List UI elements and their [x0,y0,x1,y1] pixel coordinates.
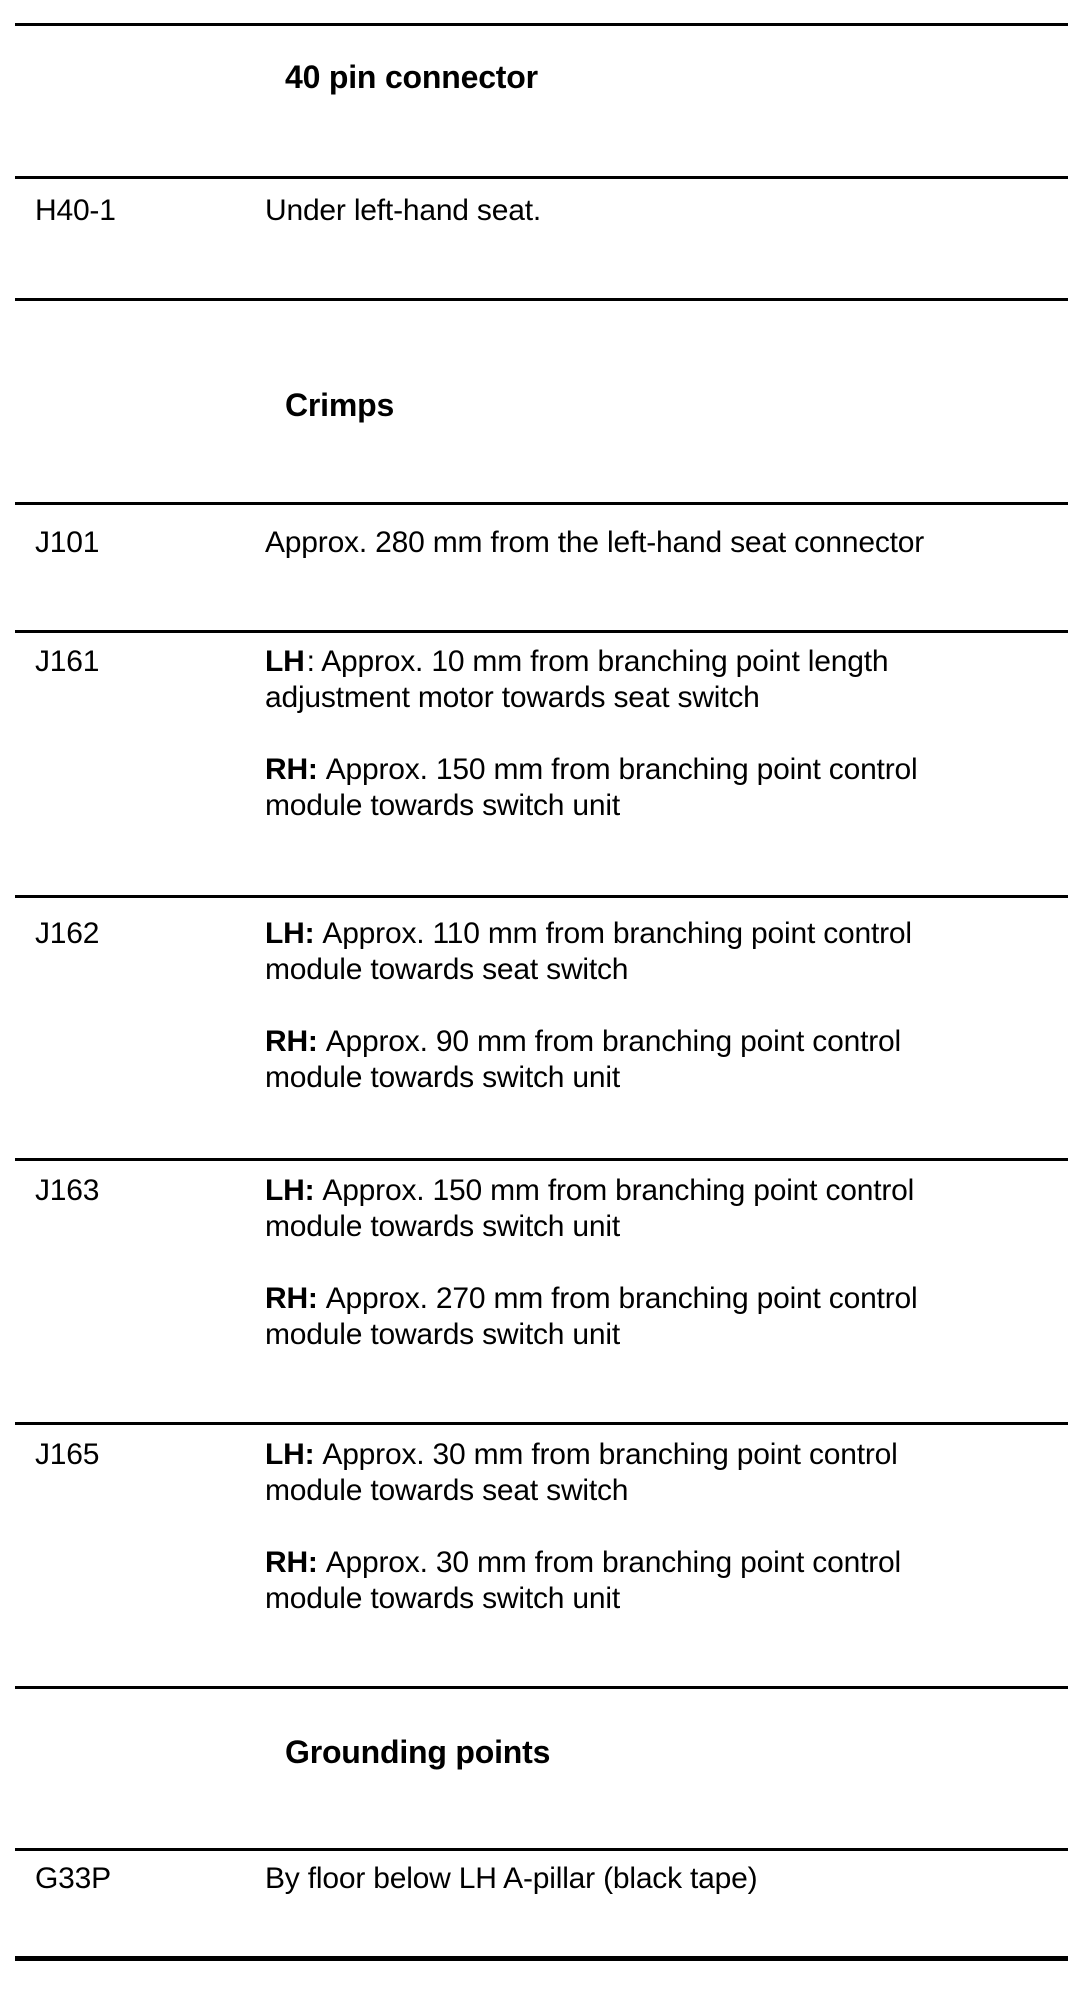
section-heading-40-pin-connector: 40 pin connector [285,59,538,95]
section-40-pin-connector: 40 pin connector [15,23,1068,176]
location-text: Under left-hand seat. [265,194,541,227]
location-paragraph: By floor below LH A-pillar (black tape) [265,1861,1068,1897]
location-paragraph-lh: LH:Approx. 110 mm from branching point c… [265,916,1068,988]
section-heading-crimps: Crimps [285,387,395,423]
section-crimps: Crimps [15,298,1068,502]
table-row-j101: J101 Approx. 280 mm from the left-hand s… [15,502,1068,630]
side-label-rh: RH: [265,1025,318,1058]
row-location: LH:Approx. 150 mm from branching point c… [265,1173,1068,1353]
side-label-lh: LH: [265,1438,315,1471]
location-text: Approx. 280 mm from the left-hand seat c… [265,526,925,559]
row-id: H40-1 [35,194,116,227]
location-paragraph: Approx. 280 mm from the left-hand seat c… [265,525,1068,561]
side-label-rh: RH: [265,1546,318,1579]
section-heading-grounding-points: Grounding points [285,1734,551,1770]
location-paragraph-rh: RH:Approx. 30 mm from branching point co… [265,1545,1068,1617]
row-id: G33P [35,1862,111,1895]
location-paragraph-lh: LH:Approx. 150 mm from branching point c… [265,1173,1068,1245]
location-text: : Approx. 10 mm from branching point len… [265,645,889,714]
table-row-j162: J162 LH:Approx. 110 mm from branching po… [15,895,1068,1158]
side-label-lh: LH: [265,917,315,950]
table-row-j165: J165 LH:Approx. 30 mm from branching poi… [15,1422,1068,1686]
bottom-rule [15,1956,1068,1961]
row-location: LH:Approx. 30 mm from branching point co… [265,1437,1068,1617]
location-text: Approx. 150 mm from branching point cont… [265,1174,915,1243]
location-text: By floor below LH A-pillar (black tape) [265,1862,758,1895]
location-paragraph-rh: RH:Approx. 150 mm from branching point c… [265,752,1068,824]
location-text: Approx. 270 mm from branching point cont… [265,1282,918,1351]
row-location: LH:Approx. 110 mm from branching point c… [265,916,1068,1096]
table-row-g33p: G33P By floor below LH A-pillar (black t… [15,1848,1068,1956]
table-row-j163: J163 LH:Approx. 150 mm from branching po… [15,1158,1068,1422]
row-location: LH: Approx. 10 mm from branching point l… [265,644,1068,824]
side-label-lh: LH: [265,1174,315,1207]
row-id: J101 [35,526,100,559]
location-text: Approx. 30 mm from branching point contr… [265,1546,901,1615]
row-location: Under left-hand seat. [265,193,1068,229]
location-text: Approx. 90 mm from branching point contr… [265,1025,901,1094]
row-location: By floor below LH A-pillar (black tape) [265,1861,1068,1897]
location-text: Approx. 150 mm from branching point cont… [265,753,918,822]
location-paragraph-lh: LH: Approx. 10 mm from branching point l… [265,644,1068,716]
row-id: J163 [35,1174,100,1207]
connector-location-table: 40 pin connector H40-1 Under left-hand s… [15,23,1068,1961]
section-grounding-points: Grounding points [15,1686,1068,1848]
row-location: Approx. 280 mm from the left-hand seat c… [265,525,1068,561]
table-row-j161: J161 LH: Approx. 10 mm from branching po… [15,630,1068,895]
location-paragraph-lh: LH:Approx. 30 mm from branching point co… [265,1437,1068,1509]
side-label-rh: RH: [265,1282,318,1315]
location-paragraph-rh: RH:Approx. 90 mm from branching point co… [265,1024,1068,1096]
row-id: J161 [35,645,100,678]
location-paragraph-rh: RH:Approx. 270 mm from branching point c… [265,1281,1068,1353]
location-text: Approx. 30 mm from branching point contr… [265,1438,898,1507]
location-text: Approx. 110 mm from branching point cont… [265,917,912,986]
side-label-rh: RH: [265,753,318,786]
row-id: J162 [35,917,100,950]
table-row-h40-1: H40-1 Under left-hand seat. [15,176,1068,298]
location-paragraph: Under left-hand seat. [265,193,1068,229]
side-label-lh: LH [265,645,305,678]
row-id: J165 [35,1438,100,1471]
